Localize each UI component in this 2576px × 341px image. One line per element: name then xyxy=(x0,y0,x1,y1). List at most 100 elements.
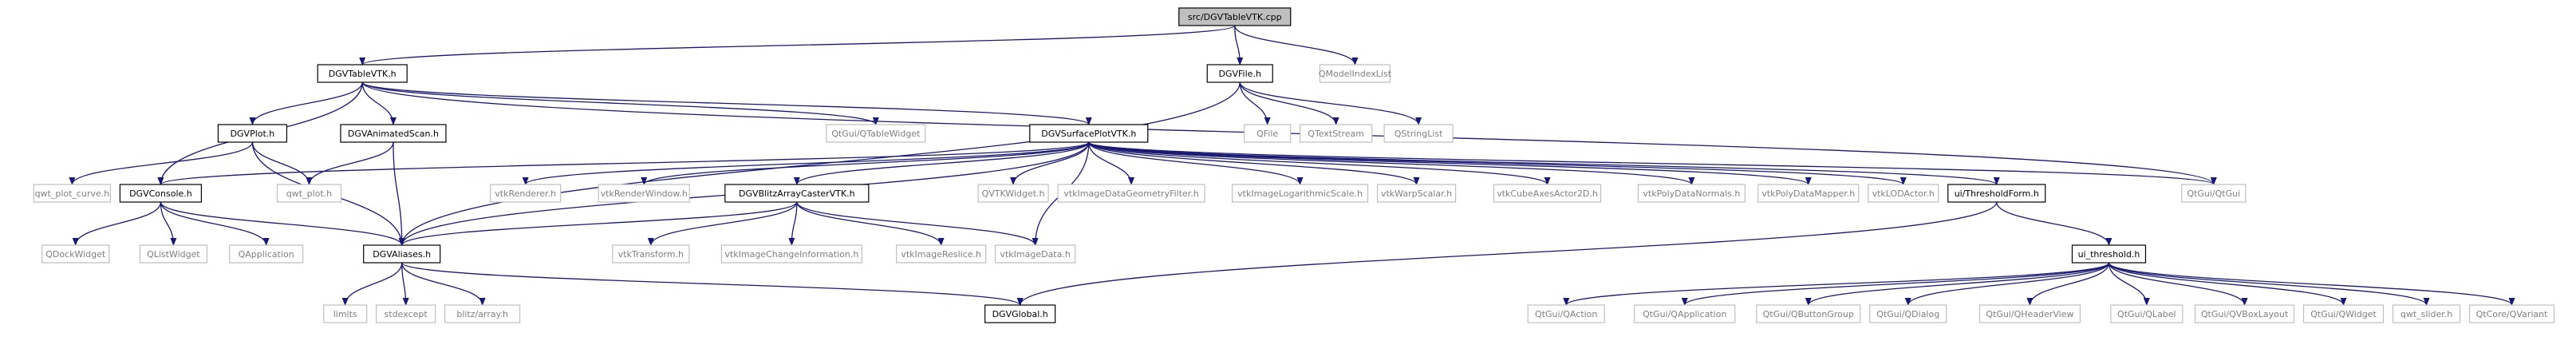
node-stdexcept: stdexcept xyxy=(376,304,436,323)
node-label: qwt_plot_curve.h xyxy=(35,188,110,199)
node-label: QtCore/QVariant xyxy=(2476,309,2548,319)
node-box xyxy=(896,244,987,264)
node-label: vtkLODActor.h xyxy=(1872,188,1935,199)
node-box xyxy=(1757,184,1860,203)
edges-layer xyxy=(69,25,2515,306)
node-box xyxy=(444,304,521,323)
node-box xyxy=(1244,124,1292,143)
node-label: vtkImageChangeInformation.h xyxy=(724,249,858,260)
edge-dgv_surface_plot_vtk_h-to-vtkimagedatageometryfilter_h xyxy=(1088,141,1135,185)
edge-dgv_surface_plot_vtk_h-to-qtgui_qtgui xyxy=(1088,141,2217,185)
node-label: ui_threshold.h xyxy=(2078,249,2140,260)
node-label: QStringList xyxy=(1395,129,1443,139)
node-box xyxy=(1383,124,1454,143)
edge-dgv_table_vtk_cpp-to-dgv_file_h xyxy=(1234,25,1244,65)
node-box xyxy=(1376,184,1457,203)
node-qtcore-qvariant: QtCore/QVariant xyxy=(2468,304,2555,323)
node-label: vtkRenderWindow.h xyxy=(601,188,688,199)
node-box xyxy=(323,304,368,323)
node-box xyxy=(317,64,408,83)
node-label: QtGui/QApplication xyxy=(1643,309,1726,319)
node-limits: limits xyxy=(323,304,368,323)
node-label: QtGui/QButtonGroup xyxy=(1763,309,1854,319)
edge-dgv_table_vtk_h-to-qtgui_qtablewidget xyxy=(361,81,879,125)
node-dgv-surface-plot-vtk-h[interactable]: DGVSurfacePlotVTK.h xyxy=(1029,124,1149,143)
node-label: vtkImageData.h xyxy=(1000,249,1070,260)
edge-dgv_aliases_h-to-blitz_array_h xyxy=(401,262,486,306)
node-qtextstream: QTextStream xyxy=(1300,124,1373,143)
edge-ui_thresholdform_h-to-dgv_global_h xyxy=(1016,201,1998,306)
edge-dgv_file_h-to-qtextstream xyxy=(1239,81,1339,125)
node-ui-threshold-h[interactable]: ui_threshold.h xyxy=(2071,244,2147,264)
node-label: vtkCubeAxesActor2D.h xyxy=(1497,188,1598,199)
node-box xyxy=(724,184,870,203)
edge-dgv_console_h-to-qapplication xyxy=(160,201,270,246)
node-box xyxy=(139,244,208,264)
node-qtgui-qtablewidget: QtGui/QTableWidget xyxy=(826,124,926,143)
node-box xyxy=(1300,124,1373,143)
node-label: QtGui/QLabel xyxy=(2117,309,2176,319)
node-box xyxy=(1637,184,1746,203)
node-box xyxy=(1178,7,1292,26)
node-label: qwt_plot.h xyxy=(286,188,332,199)
node-box xyxy=(995,244,1076,264)
node-box xyxy=(376,304,436,323)
edge-dgv_console_h-to-qdockwidget xyxy=(72,201,162,246)
edge-dgv_surface_plot_vtk_h-to-vtkimagelogarithmicscale_h xyxy=(1088,141,1304,185)
edge-dgv_plot_h-to-qwt_plot_curve_h xyxy=(69,141,254,185)
node-box xyxy=(1206,64,1273,83)
node-box xyxy=(1756,304,1861,323)
node-qwt-plot-curve-h: qwt_plot_curve.h xyxy=(33,184,112,203)
node-label: limits xyxy=(333,309,357,319)
node-qtgui-qwidget: QtGui/QWidget xyxy=(2302,304,2385,323)
node-label: DGVAliases.h xyxy=(373,249,431,260)
node-vtkrenderer-h: vtkRenderer.h xyxy=(490,184,562,203)
edge-ui_threshold_h-to-qtgui_qbuttongroup xyxy=(1805,262,2110,306)
node-box xyxy=(826,124,926,143)
node-dgv-file-h[interactable]: DGVFile.h xyxy=(1206,64,1273,83)
node-qtgui-qvboxlayout: QtGui/QVBoxLayout xyxy=(2194,304,2295,323)
node-qdockwidget: QDockWidget xyxy=(41,244,110,264)
edge-dgv_animated_scan_h-to-qwt_plot_h xyxy=(306,141,394,185)
node-qtgui-qlabel: QtGui/QLabel xyxy=(2110,304,2183,323)
edge-dgv_surface_plot_vtk_h-to-qvtkwidget_h xyxy=(1010,141,1090,185)
edge-ui_threshold_h-to-qtgui_qvboxlayout xyxy=(2108,262,2248,306)
edge-dgv_console_h-to-dgv_aliases_h xyxy=(160,201,405,246)
node-dgv-table-vtk-h[interactable]: DGVTableVTK.h xyxy=(317,64,408,83)
node-label: QtGui/QtGui xyxy=(2187,188,2240,199)
node-ui-thresholdform-h[interactable]: ui/ThresholdForm.h xyxy=(1947,184,2046,203)
node-vtkimagechangeinformation-h: vtkImageChangeInformation.h xyxy=(720,244,862,264)
node-qtgui-qbuttongroup: QtGui/QButtonGroup xyxy=(1756,304,1861,323)
node-label: DGVConsole.h xyxy=(129,188,192,199)
edge-dgv_table_vtk_h-to-dgv_animated_scan_h xyxy=(361,81,396,125)
node-label: QDockWidget xyxy=(45,249,106,260)
node-box xyxy=(1868,184,1939,203)
node-label: src/DGVTableVTK.cpp xyxy=(1188,12,1282,22)
node-qmodelindexlist: QModelIndexList xyxy=(1319,64,1392,83)
node-vtkimagedatageometryfilter-h: vtkImageDataGeometryFilter.h xyxy=(1057,184,1205,203)
node-dgv-global-h[interactable]: DGVGlobal.h xyxy=(984,304,1056,323)
node-dgv-table-vtk-cpp[interactable]: src/DGVTableVTK.cpp xyxy=(1178,7,1292,26)
node-vtkimagelogarithmicscale-h: vtkImageLogarithmicScale.h xyxy=(1231,184,1369,203)
node-dgv-animated-scan-h[interactable]: DGVAnimatedScan.h xyxy=(340,124,447,143)
node-vtkpolydatanormals-h: vtkPolyDataNormals.h xyxy=(1637,184,1746,203)
edge-dgv_aliases_h-to-dgv_global_h xyxy=(401,262,1024,306)
node-box xyxy=(2110,304,2183,323)
node-dgv-aliases-h[interactable]: DGVAliases.h xyxy=(363,244,441,264)
node-box xyxy=(276,184,342,203)
node-label: QtGui/QVBoxLayout xyxy=(2201,309,2289,319)
edge-dgv_file_h-to-qfile xyxy=(1239,81,1271,125)
node-blitz-array-h: blitz/array.h xyxy=(444,304,521,323)
node-dgv-console-h[interactable]: DGVConsole.h xyxy=(119,184,203,203)
edge-ui_threshold_h-to-qtgui_qheaderview xyxy=(2026,262,2110,306)
node-label: QVTKWidget.h xyxy=(982,188,1045,199)
node-label: ui/ThresholdForm.h xyxy=(1955,188,2039,199)
edge-ui_threshold_h-to-qtcore_qvariant xyxy=(2108,262,2515,306)
node-label: DGVPlot.h xyxy=(231,129,275,139)
node-box xyxy=(1978,304,2081,323)
node-box xyxy=(2468,304,2555,323)
node-dgv-plot-h[interactable]: DGVPlot.h xyxy=(217,124,288,143)
node-qtgui-qtgui: QtGui/QtGui xyxy=(2181,184,2247,203)
node-dgv-blitz-array-caster-vtk-h[interactable]: DGVBlitzArrayCasterVTK.h xyxy=(724,184,870,203)
